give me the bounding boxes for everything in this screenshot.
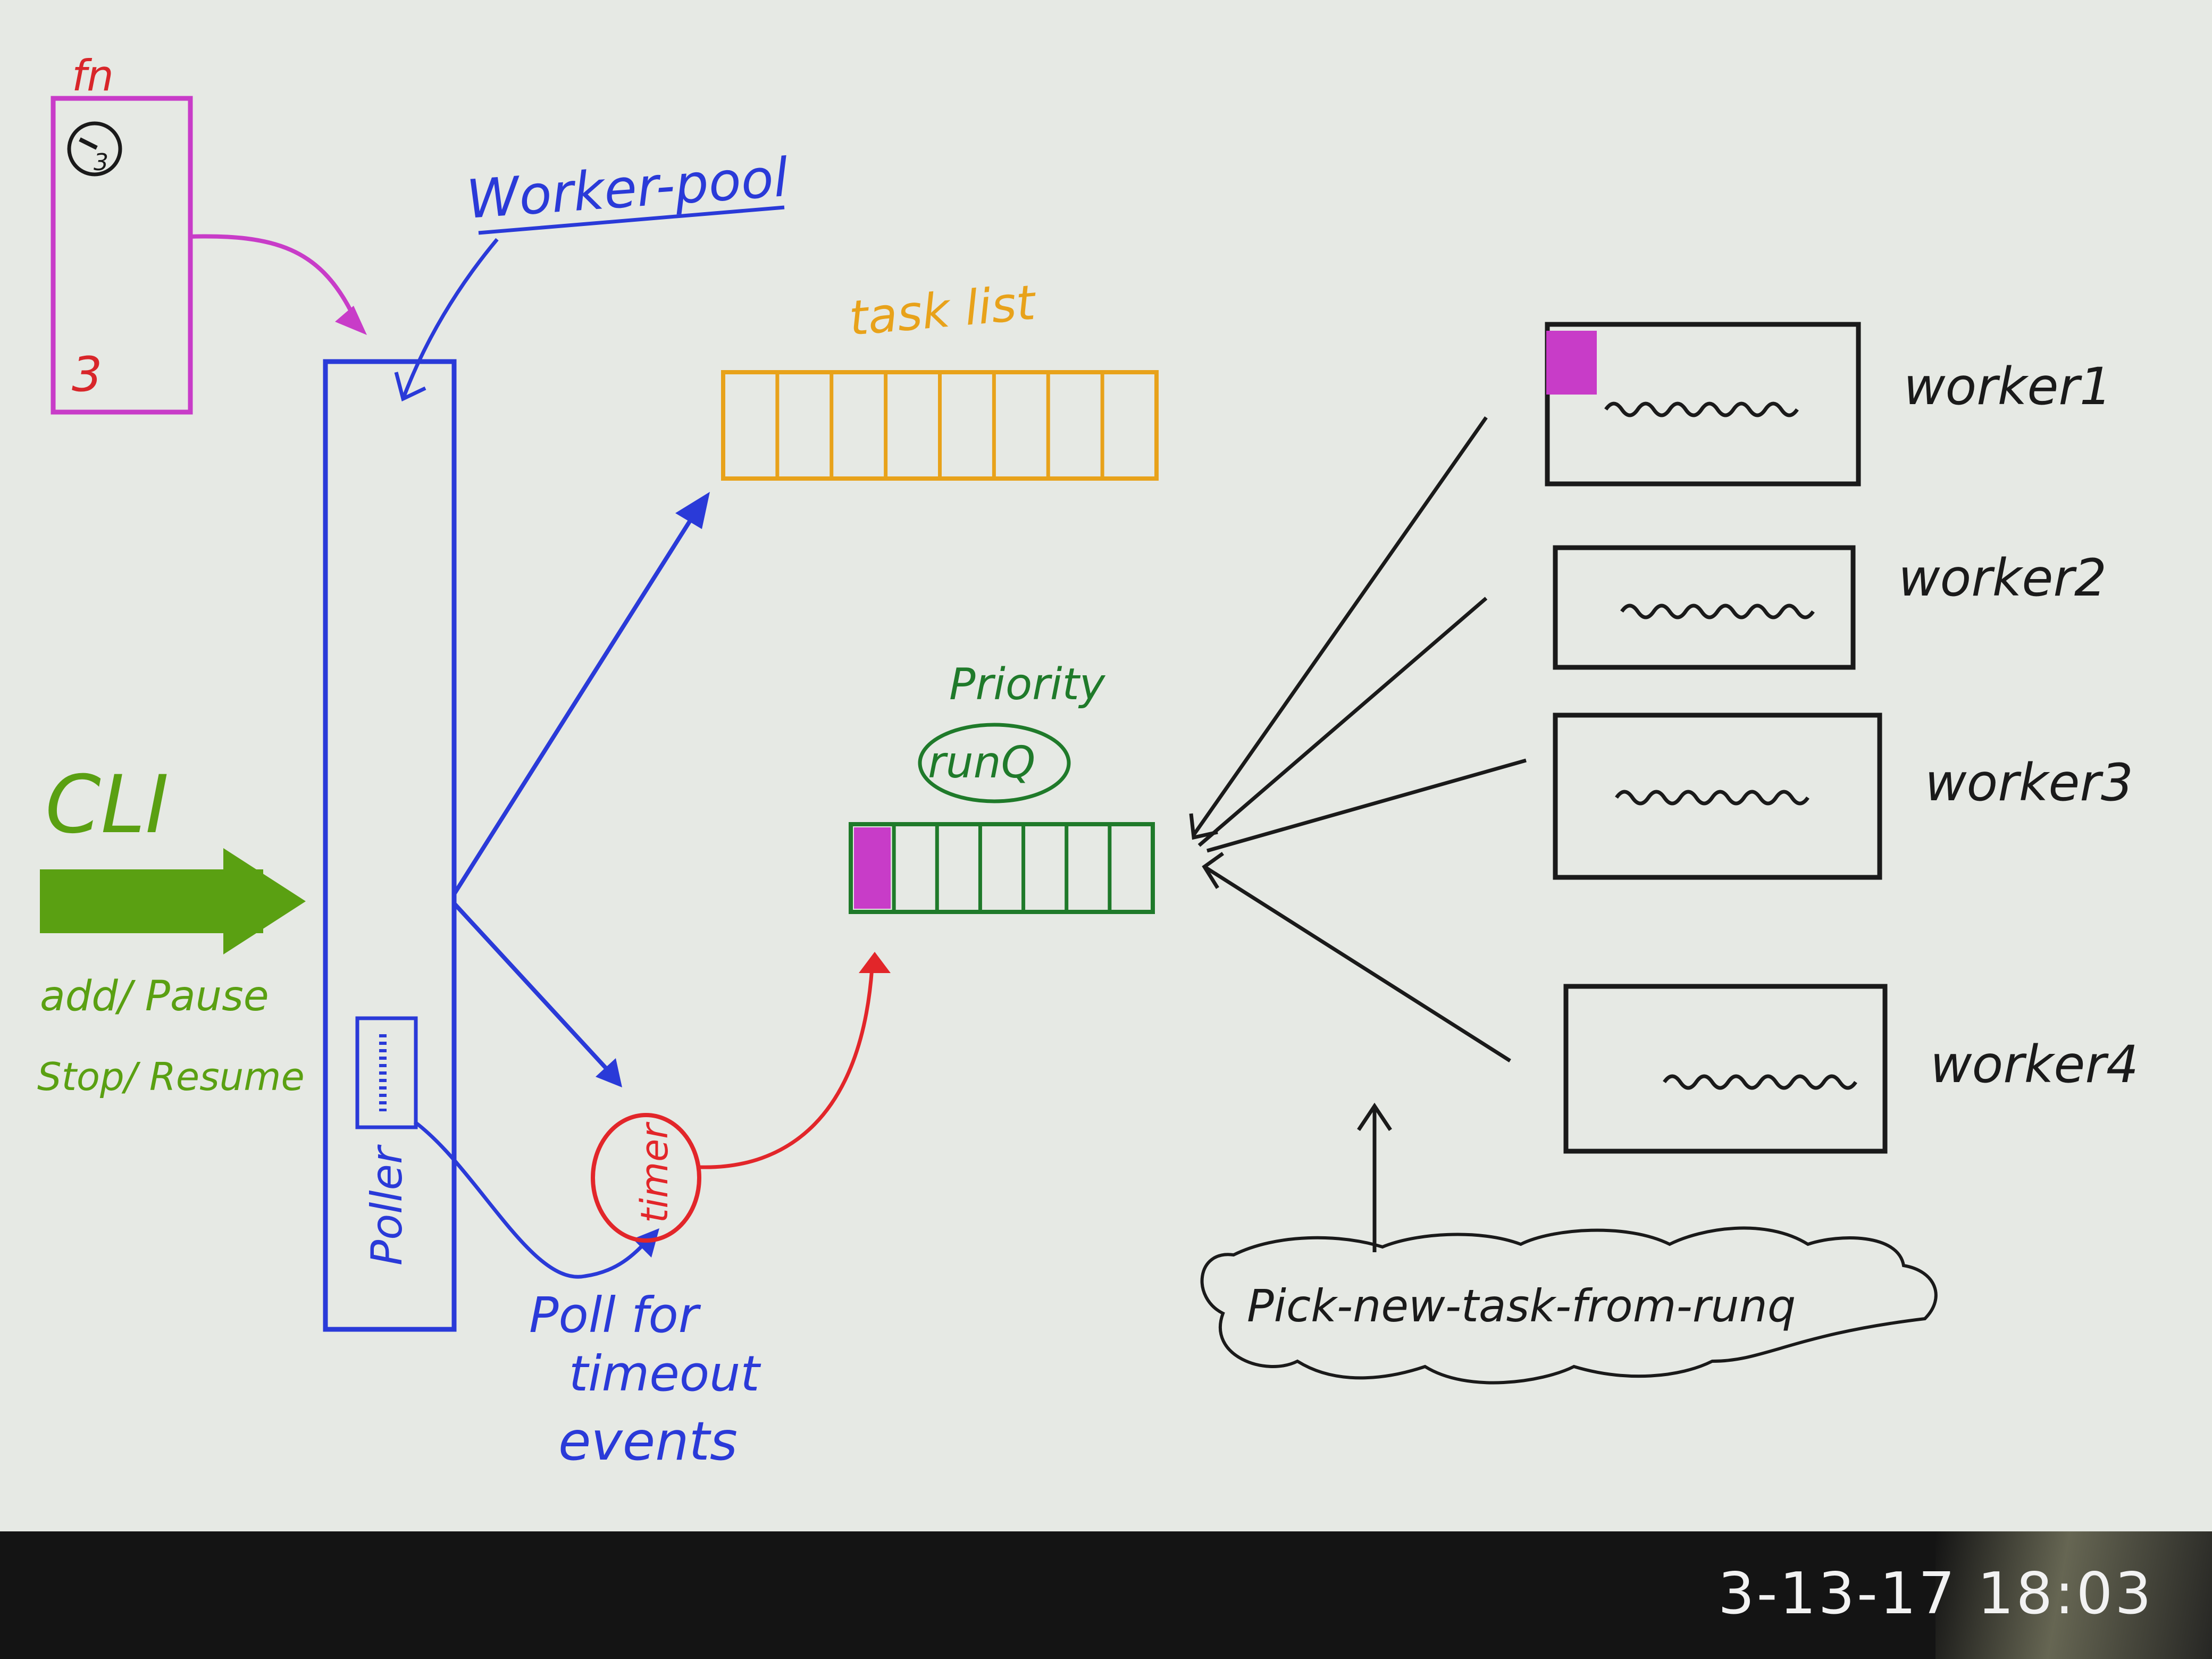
fn-clock-hand [79, 137, 98, 150]
worker-pool-underline [478, 205, 785, 235]
poller-to-timer-arrowhead [633, 1228, 659, 1258]
pool-to-timer-arrow [453, 902, 613, 1076]
worker4-arrow [1203, 865, 1511, 1062]
worker-activity-squiggle [1620, 604, 1815, 619]
worker-pool-pointer-head [394, 372, 426, 401]
cloud-outline [1200, 1226, 1938, 1385]
worker-label: worker4 [1930, 1035, 2139, 1094]
poll-note: Poll for timeout events [529, 1287, 761, 1472]
worker-activity-squiggle [1604, 401, 1799, 417]
pool-to-timer-arrowhead [596, 1058, 622, 1087]
worker-label: worker3 [1925, 753, 2133, 812]
fn-to-pool-arrow [188, 234, 353, 312]
poller-to-timer-curve [413, 1120, 656, 1279]
worker-arrows [1189, 416, 1527, 1062]
photo-timestamp: 3-13-17 18:03 [1717, 1561, 2154, 1627]
cli-arrow-head [223, 848, 306, 954]
fn-box: fn 3 3 [51, 51, 367, 415]
timer-to-runq-arrowhead [859, 952, 891, 973]
cloud-label: Pick-new-task-from-runq [1247, 1280, 1796, 1332]
cli-label: CLI [45, 759, 169, 851]
photo-bottom-bezel [0, 1531, 2212, 1659]
fn-count-inner: 3 [94, 149, 108, 176]
light-glare [1936, 1531, 2212, 1659]
cli-cmd-1: add/ Pause [40, 973, 269, 1020]
cloud-arrowhead [1357, 1102, 1392, 1131]
worker-pool-pointer [402, 238, 499, 397]
pool-to-tasklist-arrow [453, 509, 699, 895]
worker-box [1553, 713, 1882, 880]
worker-3: worker3 [1553, 713, 2133, 880]
timer-node: timer [591, 952, 891, 1243]
timer-ellipse [591, 1113, 701, 1243]
worker-label: worker1 [1904, 357, 2112, 416]
worker-box [1553, 545, 1856, 670]
fn-count: 3 [72, 347, 102, 403]
task-list-cells [775, 372, 1104, 479]
worker-pool-outline [323, 359, 457, 1332]
worker-label: worker2 [1898, 548, 2107, 608]
worker1-arrow [1192, 416, 1488, 836]
runq-cells [854, 824, 1112, 912]
workers: worker1 worker2 worker3 worker4 [1545, 322, 2139, 1154]
runq-group: Priority runQ [849, 659, 1155, 914]
fn-box-outline [51, 96, 193, 415]
task-list-label: task list [847, 274, 1040, 346]
poller-small-box [355, 1016, 418, 1129]
runq-arrowhead-1 [1189, 813, 1218, 840]
runq-queued-task [854, 827, 891, 909]
fn-clock-icon [67, 121, 122, 177]
worker-activity-squiggle [1615, 790, 1809, 806]
worker-1: worker1 [1545, 322, 2112, 487]
worker2-arrow [1197, 597, 1488, 847]
worker3-arrow [1206, 758, 1527, 853]
runq-ellipse [918, 723, 1071, 803]
timer-label: timer [633, 1121, 676, 1223]
runq-outline [849, 822, 1155, 914]
poller-label: Poller [362, 1144, 412, 1266]
worker-box [1563, 984, 1888, 1154]
worker-pool-label: Worker-pool [465, 146, 791, 231]
worker-2: worker2 [1553, 545, 2107, 670]
cli-cmd-2: Stop/ Resume [37, 1054, 305, 1099]
poll-note-line1: Poll for [529, 1287, 701, 1344]
worker-pool-box: Poller [323, 359, 457, 1332]
worker-current-task [1546, 331, 1597, 395]
pool-to-tasklist-arrowhead [675, 492, 710, 529]
runq-label: runQ [928, 738, 1035, 788]
fn-title: fn [72, 51, 114, 100]
fn-to-pool-arrowhead [335, 306, 367, 335]
task-list: task list [721, 274, 1159, 481]
worker-4: worker4 [1563, 984, 2139, 1154]
poll-note-line2: timeout [569, 1345, 761, 1402]
timer-to-runq-arrow [699, 967, 874, 1169]
worker-box [1545, 322, 1861, 487]
runq-arrowhead-2 [1202, 852, 1225, 889]
poll-note-line3: events [558, 1410, 738, 1472]
priority-label: Priority [949, 659, 1106, 710]
pick-task-cloud: Pick-new-task-from-runq [1200, 1102, 1938, 1385]
worker-activity-squiggle [1663, 1074, 1857, 1090]
cli-group: CLI add/ Pause Stop/ Resume [37, 759, 306, 1099]
